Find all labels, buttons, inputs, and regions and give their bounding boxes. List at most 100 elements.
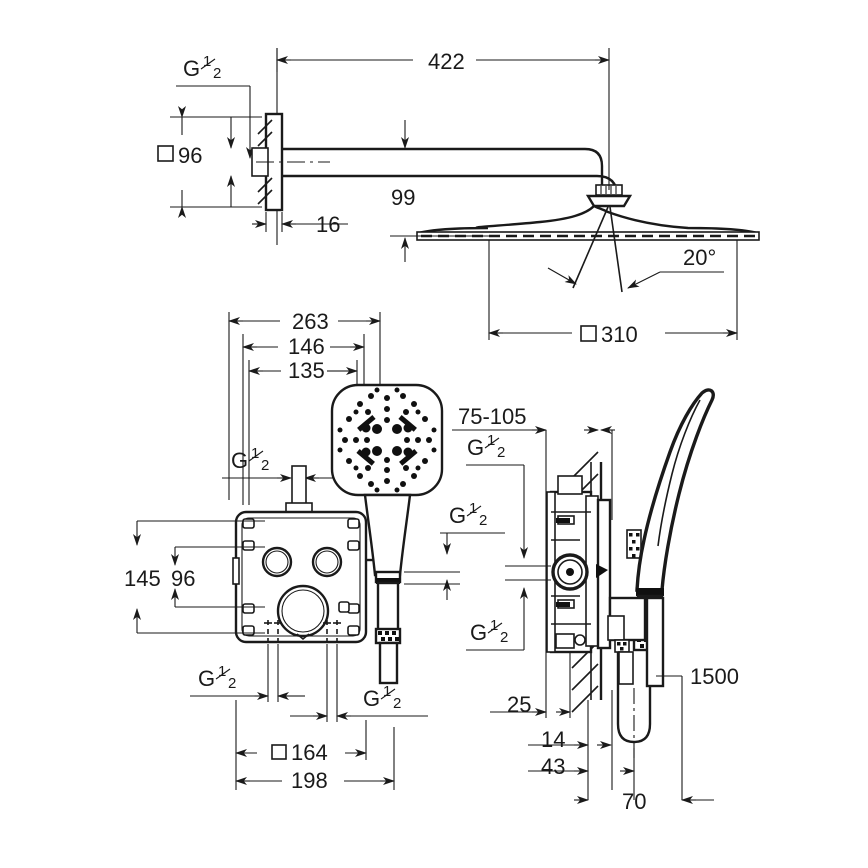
- label-g-half-bottom-left: G 1 2: [198, 663, 236, 692]
- valve-port-left: [261, 546, 293, 578]
- frac-slash-5: [380, 688, 396, 700]
- angle-arrow-left: [547, 267, 577, 285]
- dim-1500-text: 1500: [690, 664, 739, 689]
- spray-line-right: [609, 206, 623, 293]
- front-view-valve-box: [133, 312, 505, 790]
- frac-slash-3: [466, 505, 482, 517]
- hand-shower-stem: [376, 581, 400, 633]
- shower-arm-outer-bottom: [282, 174, 619, 197]
- hand-shower-hose-front: [378, 641, 399, 685]
- valve-port-right-inner: [315, 550, 339, 574]
- wall-hatching-top: [257, 119, 273, 205]
- hose-nut-knurl-front: [378, 631, 399, 641]
- frac-slash-1: [200, 58, 216, 70]
- g-half-bl-num: 1: [218, 663, 226, 680]
- frac-slash-7: [487, 622, 503, 634]
- label-g-half-bottom-right: G 1 2: [363, 683, 401, 712]
- valve-port-right: [311, 546, 343, 578]
- hand-shower-spray-pattern: [337, 387, 437, 493]
- label-96-top: 96: [157, 143, 202, 168]
- g-half-top-den: 2: [213, 65, 221, 82]
- dim-70-text: 70: [622, 789, 646, 814]
- g-half-br-den: 2: [393, 695, 401, 712]
- square-symbol-96: [157, 145, 174, 162]
- g-half-top-letter: G: [183, 56, 200, 81]
- g-half-fr-letter: G: [449, 503, 466, 528]
- g-half-fr-num: 1: [469, 500, 477, 517]
- dim-43-text: 43: [541, 754, 565, 779]
- valve-cartridge-notch: [296, 633, 310, 641]
- label-310: 310: [580, 322, 638, 347]
- g-half-sl-den: 2: [500, 629, 508, 646]
- top-inlet-flange: [285, 502, 313, 513]
- head-shower-body: [418, 204, 758, 235]
- g-half-fr-den: 2: [479, 512, 487, 529]
- g-half-ft-letter: G: [231, 448, 248, 473]
- valve-top-stub: [557, 475, 583, 495]
- arm-nut-knurl: [600, 186, 617, 194]
- bracket-knurl-upper-dots: [629, 533, 640, 558]
- frac-slash-6: [484, 437, 500, 449]
- dim-198-text: 198: [291, 768, 328, 793]
- dim-145-text: 145: [124, 566, 161, 591]
- dim-310-text: 310: [601, 322, 638, 347]
- dim-96-text: 96: [178, 143, 202, 168]
- dim-263-text: 263: [292, 309, 329, 334]
- angle-arrow-right: [627, 271, 661, 289]
- valve-internal-detail: [551, 511, 591, 625]
- frac-slash-4: [215, 668, 231, 680]
- valve-box-left-tab: [232, 557, 240, 585]
- dim-16-text: 16: [316, 212, 340, 237]
- hand-shower-side-body: [635, 388, 715, 592]
- g-half-bl-den: 2: [228, 675, 236, 692]
- dim-99-text: 99: [391, 185, 415, 210]
- dim-25-text: 25: [507, 692, 531, 717]
- top-inlet-pipe: [291, 465, 307, 509]
- g-half-bl-letter: G: [198, 666, 215, 691]
- label-g-half-top: G 1 2: [183, 53, 221, 82]
- valve-bottom-port: [574, 634, 586, 646]
- hand-shower-side-seal: [636, 588, 664, 596]
- label-g-half-front-top: G 1 2: [231, 445, 269, 474]
- side-view-valve-section: [452, 388, 715, 804]
- valve-cartridge-center: [566, 568, 574, 576]
- g-half-sl-letter: G: [470, 620, 487, 645]
- g-half-sl-num: 1: [490, 617, 498, 634]
- g-half-su-num: 1: [487, 432, 495, 449]
- dim-164-text: 164: [291, 740, 328, 765]
- g-half-su-den: 2: [497, 444, 505, 461]
- hose-upper-sleeve: [618, 651, 634, 685]
- spray-line-left: [572, 206, 609, 289]
- hand-shower-front: [330, 383, 444, 685]
- dim-146-text: 146: [288, 334, 325, 359]
- valve-bottom-block: [555, 633, 575, 649]
- shower-arm-outer-top: [282, 147, 604, 186]
- g-half-top-num: 1: [203, 53, 211, 70]
- label-g-half-front-right: G 1 2: [449, 500, 487, 529]
- frac-slash-2: [248, 450, 264, 462]
- valve-cartridge-opening-inner: [281, 589, 325, 633]
- top-view-head-shower: [170, 48, 760, 340]
- dim-20deg-text: 20°: [683, 245, 716, 270]
- dim-14-text: 14: [541, 727, 565, 752]
- g-half-br-num: 1: [383, 683, 391, 700]
- label-g-half-side-lower: G 1 2: [470, 617, 508, 646]
- valve-cartridge-opening: [276, 584, 330, 638]
- dim-422-text: 422: [428, 49, 465, 74]
- hose-outlet-knurl-dots: [617, 642, 627, 651]
- valve-cartridge-side-inner: [557, 559, 583, 585]
- dim-135-text: 135: [288, 358, 325, 383]
- dim-75-105-text: 75-105: [458, 404, 527, 429]
- g-half-br-letter: G: [363, 686, 380, 711]
- head-swivel-collar: [585, 194, 633, 208]
- bracket-knurl-upper: [626, 529, 642, 559]
- g-half-ft-num: 1: [251, 445, 259, 462]
- hose-feed-tube: [645, 596, 665, 688]
- g-half-su-letter: G: [467, 435, 484, 460]
- hand-shower-handle: [363, 493, 412, 577]
- square-symbol-310: [580, 325, 597, 342]
- valve-box-bottom-stubs: [264, 620, 341, 642]
- valve-port-left-inner: [265, 550, 289, 574]
- label-164: 164: [271, 740, 328, 765]
